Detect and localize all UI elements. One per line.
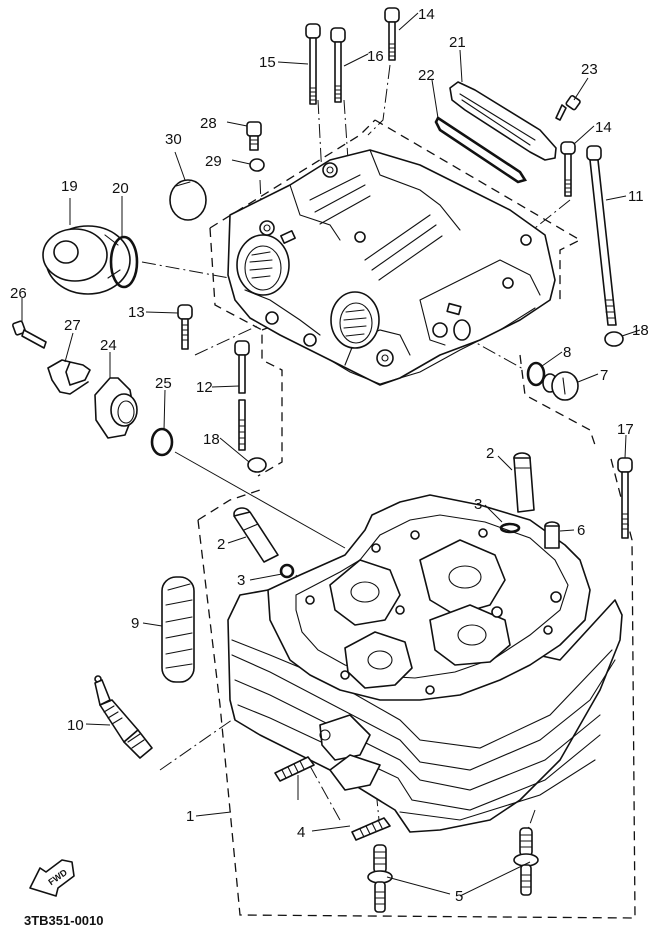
callout-27: 27 [64,317,81,334]
callout-12: 12 [196,379,213,396]
part-29-washer [249,158,265,172]
callout-26: 26 [10,285,27,302]
part-16-bolt [330,27,346,103]
callout-25: 25 [155,375,172,392]
callout-22: 22 [418,67,435,84]
leader-lines [21,12,641,897]
callout-1: 1 [186,808,194,825]
part-22-gasket [434,116,528,184]
part-26-screw [12,320,47,349]
part-23-bolt [555,95,581,121]
callouts: 1 2 2 3 3 4 5 6 7 8 9 10 11 12 13 14 14 … [10,6,649,905]
fwd-arrow-icon: FWD [29,859,75,897]
part-12-bolt [234,340,250,451]
part-3-circlip-right [499,522,521,534]
part-4-stud-bolt-b [351,817,391,841]
head-cover [227,149,556,386]
callout-6: 6 [577,522,585,539]
part-24-joint [94,377,138,439]
drawing-code: 3TB351-0010 [24,913,104,928]
part-5-stud-bolt-collared-a [367,844,393,913]
callout-14a: 14 [418,6,435,23]
callout-23: 23 [581,61,598,78]
part-6-dowel-pin [544,521,560,549]
part-8-o-ring [526,361,546,387]
callout-19: 19 [61,178,78,195]
part-9-spark-plug-cover [161,576,195,683]
callout-2b: 2 [217,536,225,553]
part-13-bolt [177,304,193,350]
callout-5: 5 [455,888,463,905]
callout-30: 30 [165,131,182,148]
part-2-valve-guide-left [233,507,279,563]
callout-18b: 18 [203,431,220,448]
callout-3a: 3 [474,496,482,513]
callout-13: 13 [128,304,145,321]
part-18-washer-right [604,331,624,347]
part-14-bolt-right [560,141,576,197]
part-11-long-bolt [586,145,617,326]
callout-15: 15 [259,54,276,71]
callout-16: 16 [367,48,384,65]
callout-2a: 2 [486,445,494,462]
cylinder-head [227,494,623,833]
part-17-bolt [617,457,633,539]
part-4-stud-bolt-a [274,756,315,782]
callout-9: 9 [131,615,139,632]
callout-14b: 14 [595,119,612,136]
callout-21: 21 [449,34,466,51]
part-27-clamp [47,359,91,395]
callout-8: 8 [563,344,571,361]
assembly-boundary-lower [197,299,636,919]
part-7-plug [542,371,579,401]
part-28-bolt [246,121,262,151]
part-25-o-ring [150,427,174,457]
callout-17: 17 [617,421,634,438]
callout-4: 4 [297,824,305,841]
part-18-washer-left [247,457,267,473]
callout-28: 28 [200,115,217,132]
part-30-cap [169,179,207,221]
callout-18a: 18 [632,322,649,339]
callout-24: 24 [100,337,117,354]
callout-3b: 3 [237,572,245,589]
callout-7: 7 [600,367,608,384]
part-10-spark-plug [94,675,153,759]
part-15-bolt [305,23,321,105]
part-20-o-ring [109,235,139,289]
callout-11: 11 [628,188,644,205]
callout-10: 10 [67,717,84,734]
part-14-bolt-top [384,7,400,61]
callout-29: 29 [205,153,222,170]
part-5-stud-bolt-collared-b [513,827,539,896]
callout-20: 20 [112,180,129,197]
assembly-boundary-upper [209,119,596,477]
part-2-valve-guide-right [513,452,535,513]
part-19-tappet-cover [42,225,131,295]
part-21-cover [449,81,557,161]
part-3-circlip-left [279,563,295,579]
